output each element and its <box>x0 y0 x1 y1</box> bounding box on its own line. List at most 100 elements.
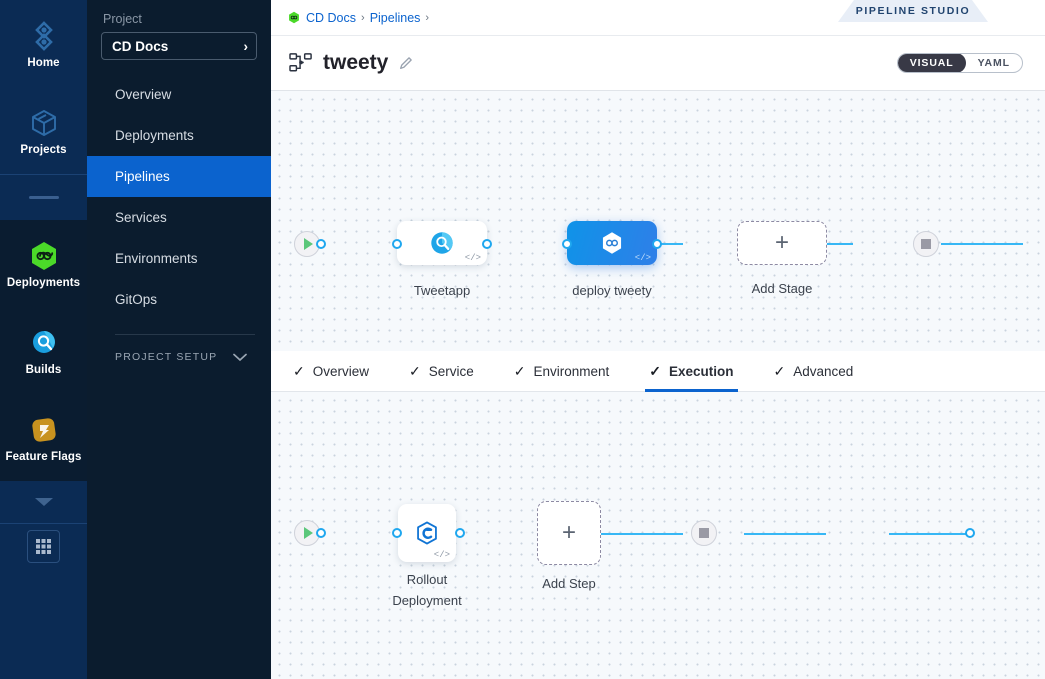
sidebar-item-label: Services <box>115 210 167 225</box>
check-icon: ✓ <box>513 363 526 379</box>
cube-icon <box>31 109 56 136</box>
grid-apps-icon <box>36 539 51 554</box>
edge-deploy-to-addstage <box>941 243 1023 245</box>
grid-apps-button[interactable] <box>27 530 60 563</box>
add-step-button[interactable]: + <box>537 501 601 565</box>
add-step-label: Add Step <box>542 576 596 591</box>
chevron-down-icon <box>233 353 247 361</box>
sidebar-heading: Project <box>103 12 142 26</box>
steps-end-node[interactable] <box>691 520 717 546</box>
rail-label: Feature Flags <box>5 450 82 463</box>
check-icon: ✓ <box>409 363 421 379</box>
chevron-right-icon: › <box>243 38 249 54</box>
tab-execution[interactable]: ✓ Execution <box>645 351 738 392</box>
endpoint-tweetapp-out <box>482 239 492 249</box>
main-content: PIPELINE STUDIO CD Docs › Pipelines › <box>271 0 1045 679</box>
rail-label: Home <box>27 56 60 69</box>
sidebar-item-label: Deployments <box>115 128 194 143</box>
view-mode-toggle[interactable]: VISUAL YAML <box>896 53 1023 73</box>
tab-label: Environment <box>533 363 610 379</box>
stage-tabs: ✓ Overview ✓ Service ✓ Environment ✓ Exe… <box>271 351 1045 392</box>
breadcrumb-link-cd-docs[interactable]: CD Docs <box>306 10 357 25</box>
stage-label-tweetapp: Tweetapp <box>413 283 471 298</box>
view-mode-visual[interactable]: VISUAL <box>897 54 966 72</box>
breadcrumb-separator: › <box>361 11 365 24</box>
rail-item-feature-flags[interactable]: Feature Flags <box>0 394 87 481</box>
sidebar-project-setup[interactable]: PROJECT SETUP <box>87 335 271 379</box>
pipeline-hierarchy-icon <box>289 53 312 72</box>
endpoint-deploy-in <box>562 239 572 249</box>
sidebar-item-overview[interactable]: Overview <box>87 74 271 115</box>
sidebar-project-setup-label: PROJECT SETUP <box>115 351 218 363</box>
endpoint-steps-start-out <box>316 528 326 538</box>
tab-service[interactable]: ✓ Service <box>405 351 478 392</box>
play-triangle-icon <box>304 238 313 250</box>
check-icon: ✓ <box>773 363 786 379</box>
sidebar-item-services[interactable]: Services <box>87 197 271 238</box>
sidebar-item-label: GitOps <box>115 292 158 307</box>
ci-magnifier-icon <box>32 330 55 353</box>
project-selector[interactable]: CD Docs › <box>101 32 257 60</box>
rail-item-deployments[interactable]: Deployments <box>0 220 87 307</box>
step-node-rollout-deployment[interactable]: </> <box>398 504 456 562</box>
stage-node-deploy-tweety[interactable]: </> <box>567 221 657 265</box>
add-stage-label: Add Stage <box>751 281 813 296</box>
step-label-rollout-deployment: Rollout Deployment <box>392 572 462 608</box>
view-mode-yaml[interactable]: YAML <box>977 57 1010 69</box>
home-diamond-icon <box>34 20 53 51</box>
sidebar-item-deployments[interactable]: Deployments <box>87 115 271 156</box>
rail-label: Deployments <box>6 276 81 289</box>
stop-square-icon <box>699 528 709 538</box>
execution-steps-canvas[interactable]: </> Rollout Deployment + Add Step <box>271 392 1045 679</box>
cd-hexagon-icon <box>602 232 622 254</box>
play-triangle-icon <box>304 527 313 539</box>
tab-label: Service <box>428 363 474 379</box>
sidebar-item-label: Overview <box>115 87 172 102</box>
breadcrumb-separator: › <box>425 11 430 24</box>
endpoint-start-out <box>316 239 326 249</box>
rail-label: Builds <box>25 363 62 376</box>
sidebar-item-label: Environments <box>115 251 198 266</box>
edge-addstep-to-end <box>889 533 971 535</box>
project-sidebar: Project CD Docs › Overview Deployments P… <box>87 0 271 679</box>
build-magnifier-icon <box>431 232 453 254</box>
endpoint-steps-end-in <box>965 528 975 538</box>
stage-node-tweetapp[interactable]: </> <box>397 221 487 265</box>
add-stage-button[interactable]: + <box>737 221 827 265</box>
chevron-down-icon <box>34 498 53 506</box>
stage-canvas[interactable]: </> Tweetapp </> deploy tweety + Add <box>271 91 1045 351</box>
plus-icon: + <box>774 229 789 256</box>
pipeline-end-node[interactable] <box>913 231 939 257</box>
module-rail: Home Projects Deployments <box>0 0 87 679</box>
pipeline-start-node[interactable] <box>294 231 320 257</box>
rail-label: Projects <box>20 143 67 156</box>
stage-code-marker: </> <box>464 253 481 263</box>
pipeline-title-bar: tweety VISUAL YAML <box>271 36 1045 91</box>
steps-start-node[interactable] <box>294 520 320 546</box>
endpoint-rollout-in <box>392 528 402 538</box>
rail-item-home[interactable]: Home <box>0 0 87 87</box>
plus-icon: + <box>561 519 576 546</box>
rail-more-button[interactable] <box>0 481 87 523</box>
pencil-edit-icon[interactable] <box>398 55 414 71</box>
rail-item-projects[interactable]: Projects <box>0 87 87 174</box>
breadcrumb-link-pipelines[interactable]: Pipelines <box>369 10 421 25</box>
sidebar-item-gitops[interactable]: GitOps <box>87 279 271 320</box>
cd-hexagon-icon <box>31 241 56 270</box>
tab-environment[interactable]: ✓ Environment <box>510 351 614 392</box>
tab-advanced[interactable]: ✓ Advanced <box>770 351 858 392</box>
edge-start-to-rollout <box>601 533 683 535</box>
page-title: tweety <box>323 51 389 74</box>
sidebar-item-pipelines[interactable]: Pipelines <box>87 156 271 197</box>
edge-rollout-to-addstep <box>744 533 826 535</box>
tab-overview[interactable]: ✓ Overview <box>289 351 373 392</box>
check-icon: ✓ <box>293 363 305 379</box>
step-code-marker: </> <box>433 550 450 560</box>
cd-hexagon-icon <box>289 11 299 24</box>
rail-item-builds[interactable]: Builds <box>0 307 87 394</box>
sidebar-item-environments[interactable]: Environments <box>87 238 271 279</box>
endpoint-tweetapp-in <box>392 239 402 249</box>
endpoint-deploy-out <box>652 239 662 249</box>
ff-flag-icon <box>31 417 56 442</box>
